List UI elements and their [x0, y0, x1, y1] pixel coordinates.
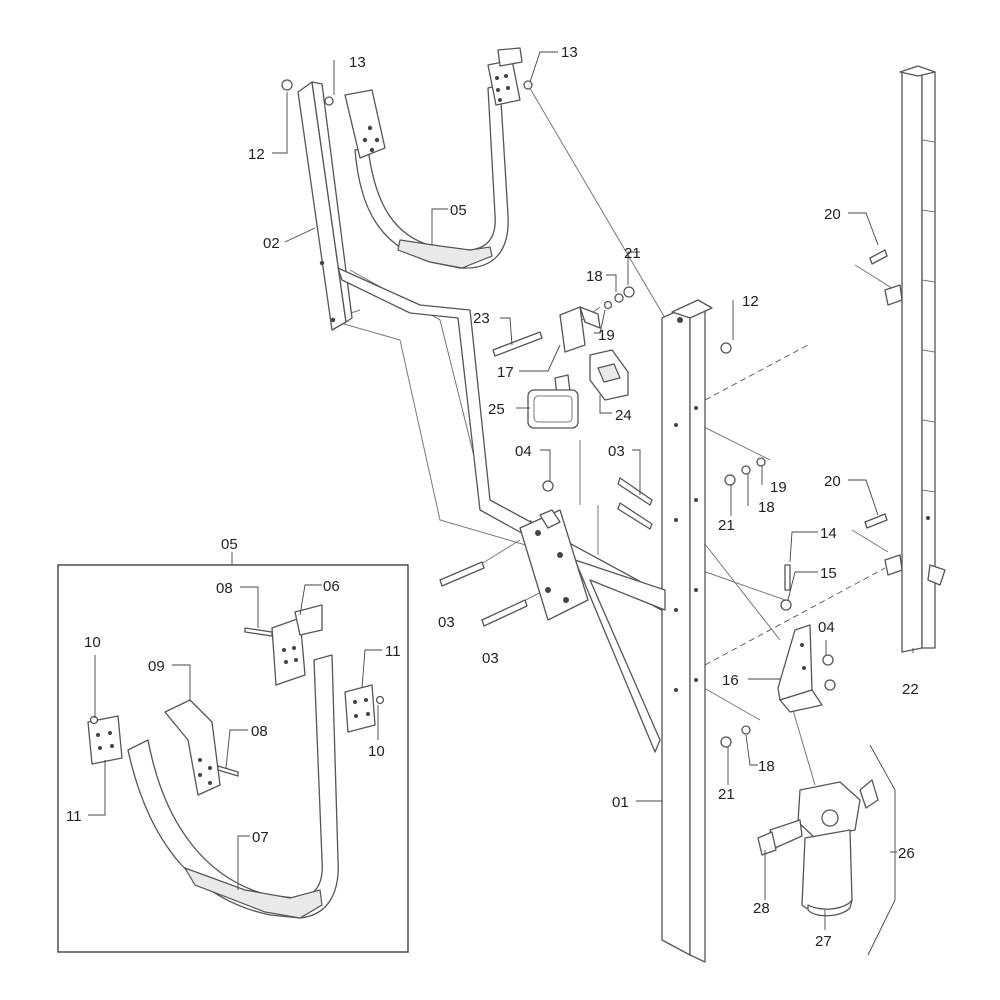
- label-18: 18: [586, 268, 603, 285]
- label-13: 13: [349, 54, 366, 71]
- label-03: 03: [438, 614, 455, 631]
- label-03: 03: [482, 650, 499, 667]
- label-20: 20: [824, 206, 841, 223]
- part-labels: 12 13 13 02 05 12 21 18 19 23 17 25 24 0…: [66, 44, 919, 950]
- label-15: 15: [820, 565, 837, 582]
- label-19: 19: [770, 479, 787, 496]
- label-27: 27: [815, 933, 832, 950]
- label-20: 20: [824, 473, 841, 490]
- inset-detail-05: [57, 552, 409, 953]
- label-11: 11: [385, 643, 401, 660]
- label-13: 13: [561, 44, 578, 61]
- label-24: 24: [615, 407, 632, 424]
- label-21: 21: [624, 245, 641, 262]
- label-17: 17: [497, 364, 514, 381]
- part-24-connector: [589, 349, 629, 401]
- part-01-main-post: [574, 299, 713, 963]
- label-21: 21: [718, 517, 735, 534]
- label-12: 12: [742, 293, 759, 310]
- part-25-lens: [527, 374, 579, 429]
- label-11: 11: [66, 808, 82, 825]
- label-26: 26: [898, 845, 915, 862]
- label-28: 28: [753, 900, 770, 917]
- label-18: 18: [758, 499, 775, 516]
- part-17-clip: [559, 306, 601, 353]
- label-04: 04: [818, 619, 835, 636]
- label-06: 06: [323, 578, 340, 595]
- label-14: 14: [820, 525, 837, 542]
- label-18: 18: [758, 758, 775, 775]
- mounting-plate: [519, 509, 589, 621]
- label-01: 01: [612, 794, 629, 811]
- label-19: 19: [598, 327, 615, 344]
- label-12: 12: [248, 146, 265, 163]
- part-16-angle-bracket: [777, 624, 823, 713]
- label-04: 04: [515, 443, 532, 460]
- label-08: 08: [251, 723, 268, 740]
- label-02: 02: [263, 235, 280, 252]
- part-05-upper-bracket: [344, 47, 523, 269]
- label-05: 05: [450, 202, 467, 219]
- label-05: 05: [221, 536, 238, 553]
- label-16: 16: [722, 672, 739, 689]
- label-07: 07: [252, 829, 269, 846]
- label-22: 22: [902, 681, 919, 698]
- label-21: 21: [718, 786, 735, 803]
- label-10: 10: [368, 743, 385, 760]
- label-10: 10: [84, 634, 101, 651]
- part-22-hinge-bar: [884, 65, 946, 653]
- label-03: 03: [608, 443, 625, 460]
- label-09: 09: [148, 658, 165, 675]
- label-leaders: [88, 51, 914, 956]
- fasteners: [281, 79, 888, 748]
- label-23: 23: [473, 310, 490, 327]
- part-26-filter-assembly: [757, 779, 879, 917]
- label-25: 25: [488, 401, 505, 418]
- label-08: 08: [216, 580, 233, 597]
